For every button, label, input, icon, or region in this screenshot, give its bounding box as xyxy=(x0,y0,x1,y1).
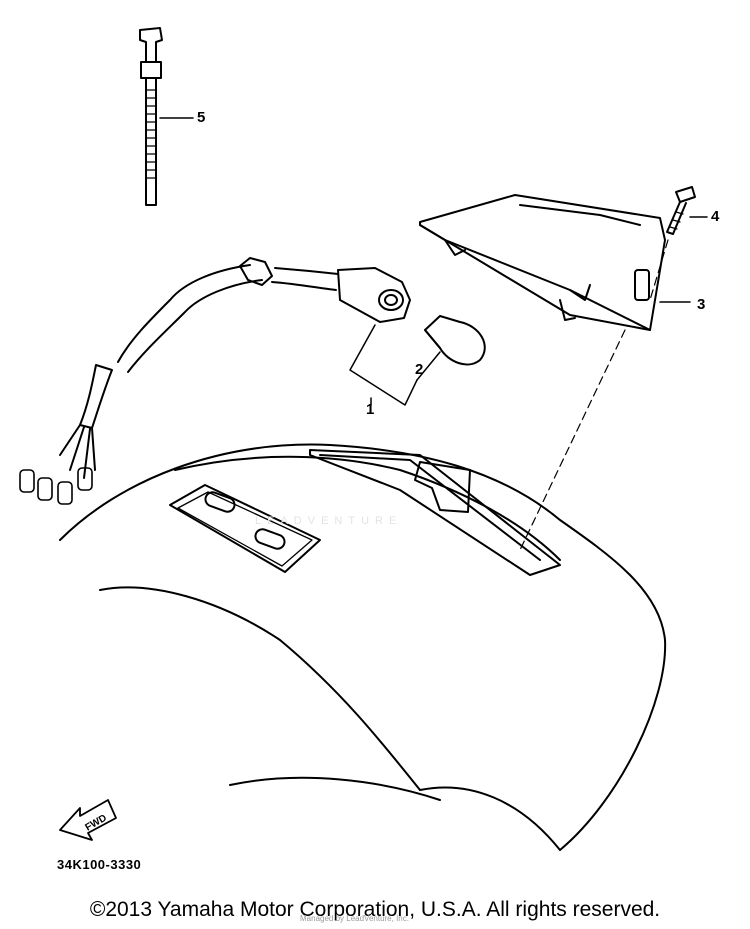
install-guides xyxy=(519,239,669,551)
fwd-label: FWD xyxy=(83,813,108,834)
forward-arrow: FWD xyxy=(59,799,117,841)
copyright-notice: ©2013 Yamaha Motor Corporation, U.S.A. A… xyxy=(89,898,661,921)
callout-4: 4 xyxy=(711,208,720,225)
cable-tie-part-5 xyxy=(139,27,194,206)
callout-3: 3 xyxy=(697,296,706,313)
screw-part-4 xyxy=(666,186,708,235)
watermark-subtext: Managed by LeadVenture, Inc. xyxy=(300,914,409,923)
socket-cord-part-1 xyxy=(19,257,411,505)
callout-2: 2 xyxy=(415,361,424,378)
tail-lamp-lens-part-3 xyxy=(419,194,691,331)
callout-5: 5 xyxy=(197,109,206,126)
diagram-code: 34K100-3330 xyxy=(57,857,142,872)
bulb-part-2 xyxy=(424,315,486,366)
callout-1: 1 xyxy=(366,401,375,418)
watermark: LEADVENTURE xyxy=(255,515,403,527)
callout-leaders xyxy=(349,324,441,406)
rear-fender xyxy=(59,443,667,851)
